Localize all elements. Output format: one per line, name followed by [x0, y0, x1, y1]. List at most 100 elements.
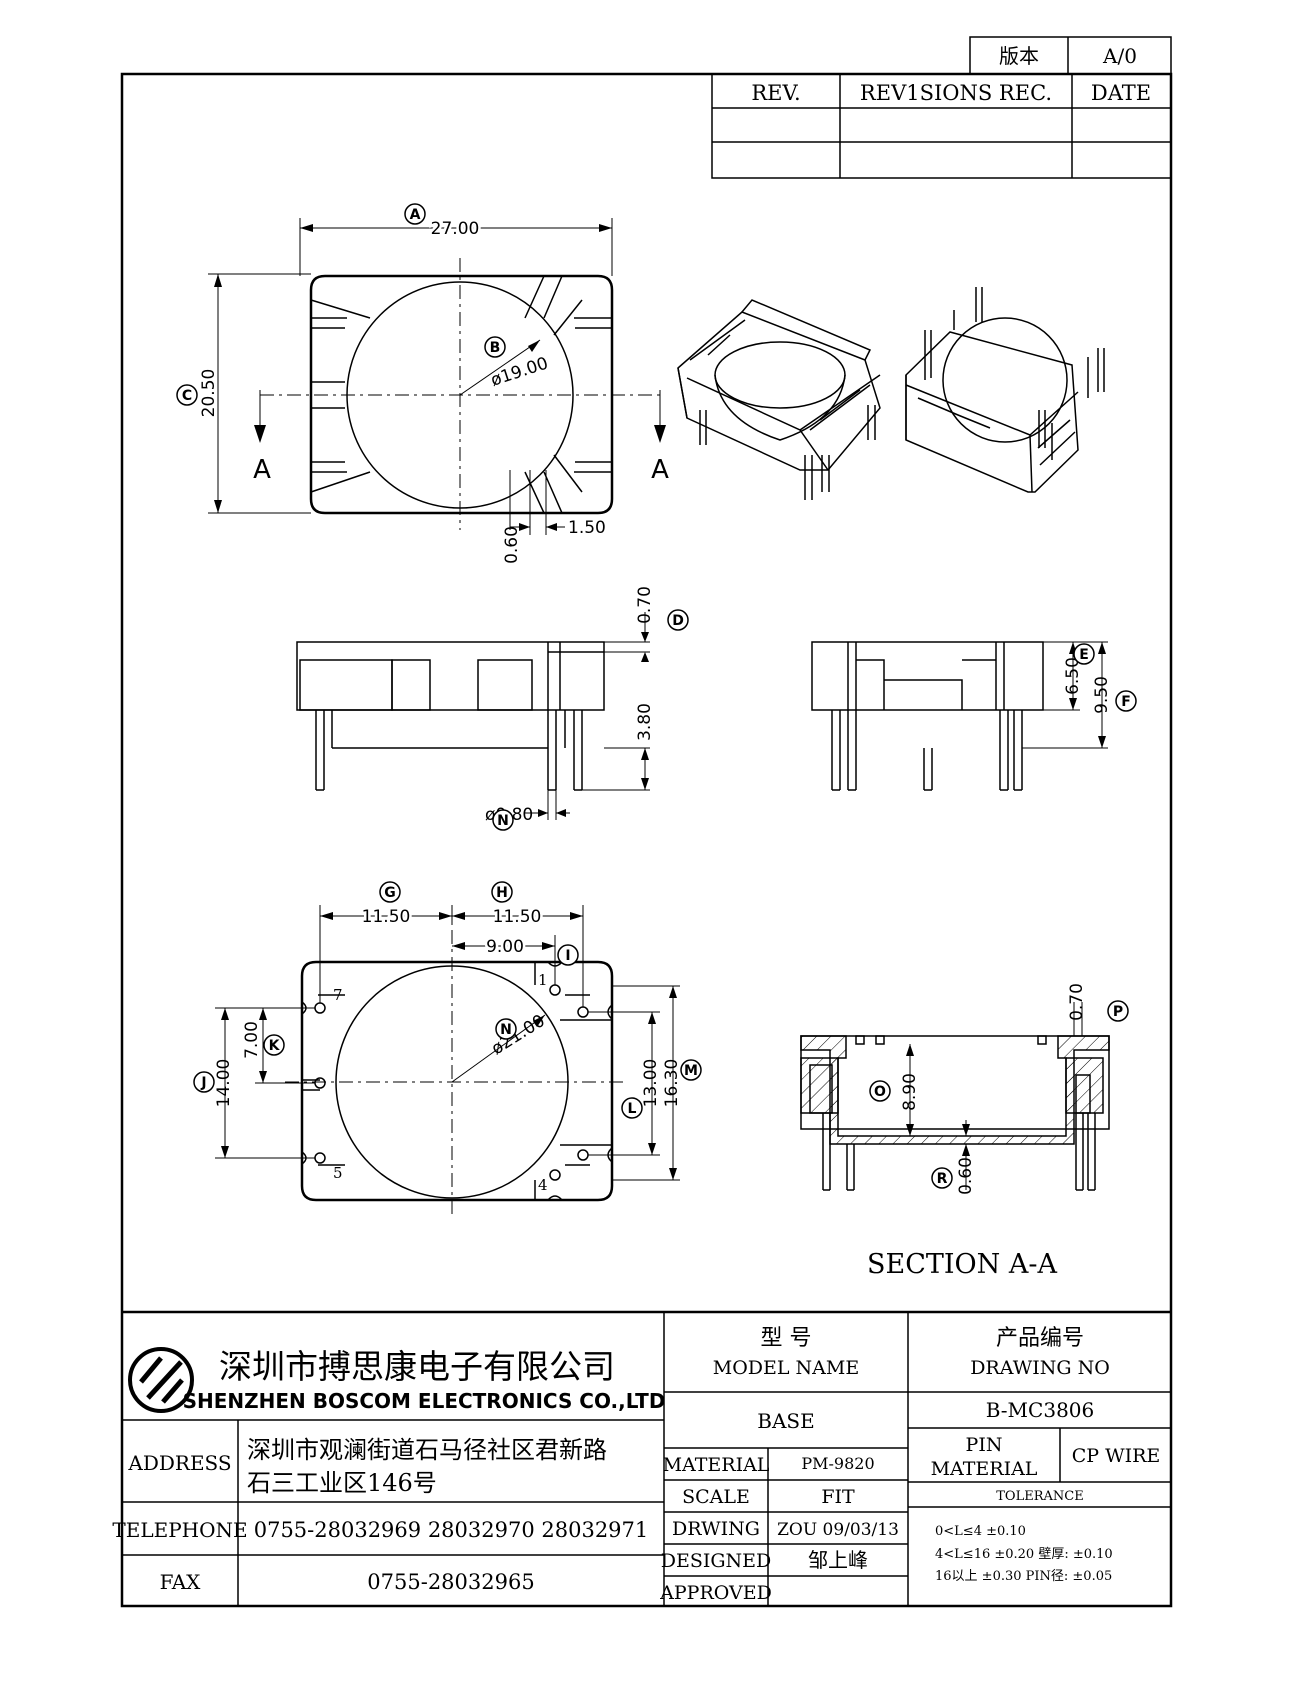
fax-value: 0755-28032965 [367, 1570, 534, 1594]
dimension-marker-a [404, 203, 426, 225]
dimension-marker-c [176, 384, 198, 406]
company-name-cn: 深圳市搏思康电子有限公司 [219, 1347, 615, 1386]
pin-material-value: CP WIRE [1072, 1445, 1161, 1467]
dim-m-value: 16.30 [662, 1059, 682, 1108]
pin-material-label-1: PIN [966, 1434, 1003, 1456]
dim-r-value: 0.60 [956, 1157, 976, 1195]
tolerance-line-3: 16以上 ±0.30 PIN径: ±0.05 [935, 1569, 1112, 1584]
dimension-marker-label-k: K [269, 1038, 281, 1054]
version-label: 版本 [999, 44, 1039, 68]
dimension-marker-label-n: N [497, 813, 509, 829]
dimension-marker-label-e: E [1079, 647, 1089, 663]
pin-4-label: 4 [538, 1176, 548, 1194]
tolerance-label: TOLERANCE [996, 1489, 1083, 1504]
dimension-marker-label-g: G [384, 885, 396, 901]
material-label: MATERIAL [663, 1454, 770, 1476]
model-label-cn: 型 号 [761, 1326, 812, 1351]
company-logo [128, 1347, 194, 1413]
dimension-marker-label-o: O [874, 1084, 886, 1100]
revision-table: REV. REV1SIONS REC. DATE [711, 73, 1172, 179]
dimension-marker-f [1115, 690, 1137, 712]
dimension-marker-h [491, 881, 513, 903]
dim-a-value: 27.00 [431, 219, 480, 239]
side-view-front: 0.70 3.80 ø0.80 [296, 586, 655, 825]
section-title: SECTION A-A [867, 1249, 1058, 1280]
dim-l-value: 13.00 [641, 1059, 661, 1108]
dimension-marker-label-d: D [672, 613, 684, 629]
pin-7-label: 7 [333, 986, 343, 1004]
pin-material-label-2: MATERIAL [931, 1458, 1038, 1480]
tolerance-line-2: 4<L≤16 ±0.20 壁厚: ±0.10 [935, 1547, 1113, 1562]
company-name-en: SHENZHEN BOSCOM ELECTRONICS CO.,LTD [183, 1389, 666, 1413]
fax-label: FAX [160, 1570, 202, 1594]
dimension-marker-n [495, 1018, 517, 1040]
scale-value: FIT [821, 1486, 855, 1508]
drawing-label-cn: 产品编号 [996, 1326, 1084, 1351]
section-mark-left: A [253, 455, 271, 485]
telephone-label: TELEPHONE [112, 1518, 247, 1542]
dimension-marker-j [193, 1071, 215, 1093]
dimension-marker-p [1107, 1000, 1129, 1022]
dim-o-value: 8.90 [900, 1073, 920, 1111]
dim-pin-gap-value: 0.60 [502, 526, 522, 564]
dim-p-value: 0.70 [1067, 983, 1087, 1021]
address-label: ADDRESS [127, 1451, 231, 1475]
bottom-view: 7 5 1 4 11.50 11.50 9.00 14.00 7.00 [214, 905, 682, 1218]
top-view: A A 27.00 20.50 ø19.00 1.50 0.60 [199, 217, 669, 564]
side-view-right: 6.50 9.50 [811, 641, 1112, 791]
dimension-marker-label-b: B [490, 340, 501, 356]
address-line2: 石三工业区146号 [247, 1469, 437, 1497]
dim-b-value: ø19.00 [488, 353, 550, 390]
dimension-marker-label-h: H [496, 885, 508, 901]
version-box: 版本 A/0 [969, 36, 1172, 75]
pin-1-label: 1 [538, 971, 548, 989]
dim-c-value: 20.50 [199, 369, 219, 418]
dimension-marker-label-r: R [937, 1171, 948, 1187]
version-value: A/0 [1102, 44, 1137, 68]
approved-label: APPROVED [659, 1582, 772, 1604]
dimension-marker-label-p: P [1113, 1004, 1123, 1020]
model-value: BASE [757, 1409, 814, 1433]
material-value: PM-9820 [801, 1454, 874, 1473]
dimension-marker-label-f: F [1121, 694, 1131, 710]
title-block: 深圳市搏思康电子有限公司 SHENZHEN BOSCOM ELECTRONICS… [112, 1310, 1171, 1606]
dimension-marker-label-j: J [200, 1075, 206, 1091]
dimension-marker-label-m: M [684, 1063, 698, 1079]
dim-d-value: 0.70 [635, 586, 655, 624]
dimension-marker-label-c: C [182, 388, 192, 404]
dimension-marker-e [1073, 643, 1095, 665]
scale-label: SCALE [682, 1486, 750, 1508]
dim-slot-value: 1.50 [568, 518, 606, 538]
dim-h-value: 11.50 [493, 907, 542, 927]
dim-j-value: 14.00 [214, 1059, 234, 1108]
drawing-number: B-MC3806 [986, 1398, 1095, 1422]
dim-900-value: 9.00 [486, 937, 524, 957]
pin-5-label: 5 [333, 1164, 343, 1182]
dimension-marker-label-i: I [565, 948, 570, 964]
dimension-marker-g [379, 881, 401, 903]
dim-f-value: 9.50 [1092, 676, 1112, 714]
section-view: 8.90 0.60 0.70 SECTION A-A [800, 983, 1110, 1280]
dim-g-value: 11.50 [362, 907, 411, 927]
drwing-value: ZOU 09/03/13 [777, 1520, 899, 1540]
dimension-marker-label-l: L [628, 1101, 637, 1117]
model-label-en: MODEL NAME [713, 1357, 859, 1379]
telephone-value: 0755-28032969 28032970 28032971 [254, 1518, 649, 1542]
dimension-marker-label-a: A [410, 207, 421, 223]
dimension-marker-l [621, 1097, 643, 1119]
dimension-marker-m [680, 1059, 702, 1081]
dim-e-value: 6.50 [1063, 657, 1083, 695]
revisions-rec-header: REV1SIONS REC. [860, 81, 1052, 105]
isometric-view-top [677, 299, 881, 500]
drawing-label-en: DRAWING NO [970, 1357, 1110, 1379]
dimension-marker-n [492, 809, 514, 831]
dimension-marker-b [484, 336, 506, 358]
isometric-view-bottom [905, 287, 1105, 493]
drawing-border [120, 72, 1173, 1608]
dimension-marker-r [931, 1167, 953, 1189]
dimension-marker-k [263, 1034, 285, 1056]
dim-k-value: 7.00 [242, 1021, 262, 1059]
dimension-marker-d [667, 609, 689, 631]
